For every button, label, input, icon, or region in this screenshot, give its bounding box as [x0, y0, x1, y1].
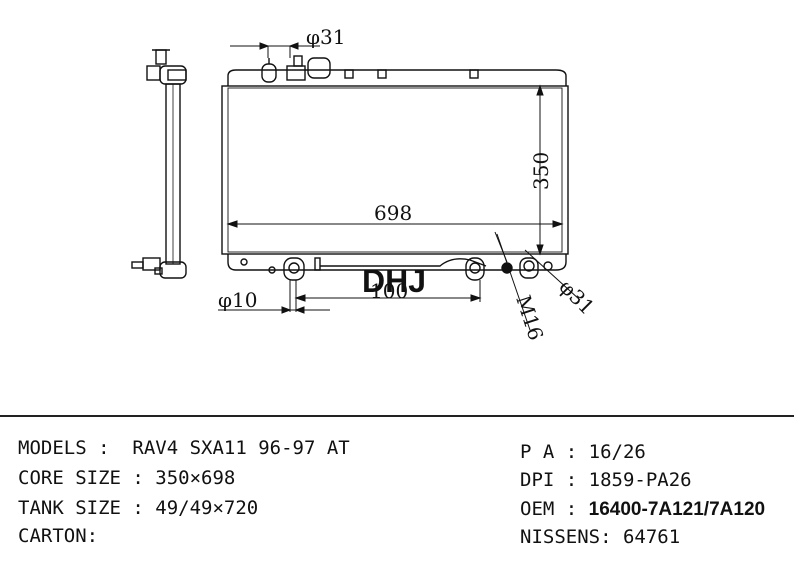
spec-dpi-value: 1859-PA26	[588, 469, 692, 491]
section-divider	[0, 415, 794, 417]
dimension-lines	[218, 42, 581, 331]
spec-nissens-label: NISSENS:	[520, 526, 612, 548]
dim-top-pipe-label: φ31	[306, 25, 345, 49]
radiator-side-view	[131, 49, 187, 279]
spec-nissens: NISSENS: 64761	[520, 526, 680, 548]
dim-drain-thread-label: M16	[511, 292, 548, 343]
spec-dpi: DPI : 1859-PA26	[520, 469, 692, 491]
spec-tank-size-label: TANK SIZE :	[18, 497, 144, 519]
spec-models-label: MODELS :	[18, 437, 110, 459]
dim-bottom-pipe-label: φ10	[218, 288, 257, 312]
spec-tank-size-value: 49/49×720	[155, 497, 259, 519]
spec-core-size: CORE SIZE : 350×698	[18, 467, 235, 489]
spec-pa-value: 16/26	[588, 441, 646, 463]
brand-watermark: DHJ	[362, 263, 426, 299]
radiator-technical-drawing: φ31 350 698 φ10 100 M16 φ31 DHJ	[131, 25, 599, 343]
spec-pa: P A : 16/26	[520, 441, 646, 463]
spec-carton: CARTON:	[18, 525, 98, 547]
dim-core-width-label: 698	[374, 201, 412, 225]
dim-core-height-label: 350	[529, 152, 553, 190]
spec-tank-size: TANK SIZE : 49/49×720	[18, 497, 258, 519]
spec-nissens-value: 64761	[622, 526, 681, 548]
radiator-front-view	[221, 55, 569, 281]
spec-carton-label: CARTON:	[18, 525, 99, 547]
spec-oem: OEM : 16400-7A121/7A120	[520, 498, 765, 521]
spec-oem-label: OEM :	[520, 498, 578, 520]
dim-bottom-span-label: 100	[370, 279, 408, 303]
dim-outlet-pipe-label: φ31	[554, 275, 599, 320]
spec-core-size-value: 350×698	[155, 467, 236, 489]
spec-oem-value: 16400-7A121/7A120	[588, 499, 766, 520]
spec-pa-label: P A :	[520, 441, 578, 463]
spec-models-value: RAV4 SXA11 96-97 AT	[132, 437, 350, 459]
spec-core-size-label: CORE SIZE :	[18, 467, 144, 489]
spec-dpi-label: DPI :	[520, 469, 578, 491]
spec-models: MODELS : RAV4 SXA11 96-97 AT	[18, 437, 350, 459]
